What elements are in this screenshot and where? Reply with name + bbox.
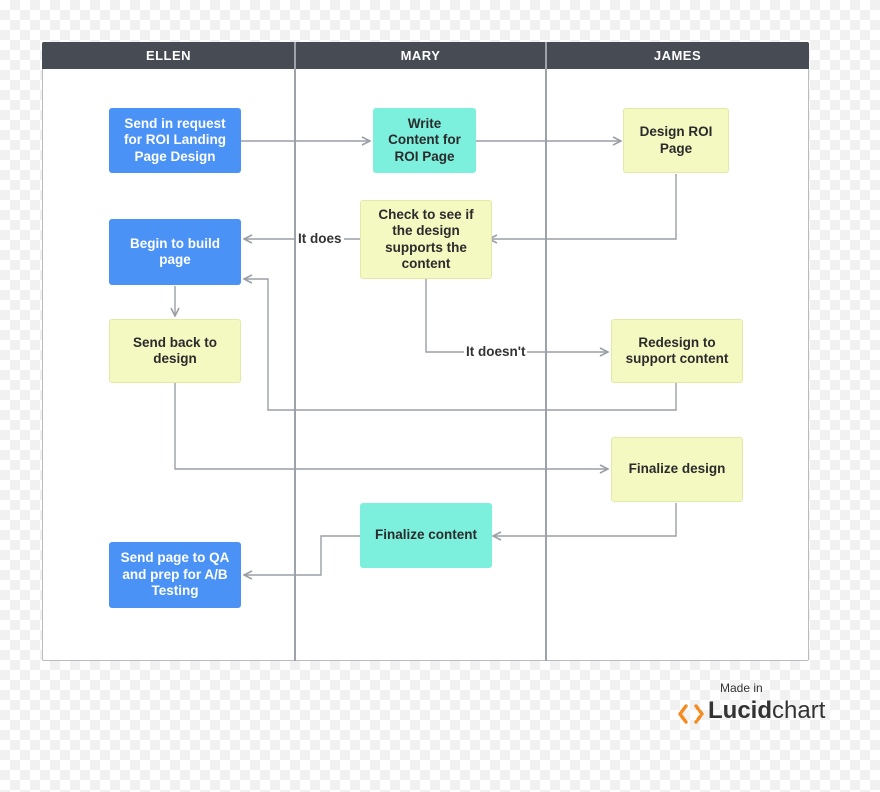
lane-header-bar: ELLEN MARY JAMES [42, 42, 809, 69]
lucidchart-wordmark: Lucidchart [708, 697, 825, 725]
lane-title-james: JAMES [653, 48, 702, 63]
node-send-back: Send back to design [109, 319, 241, 383]
node-send-request: Send in request for ROI Landing Page Des… [109, 108, 241, 173]
node-begin-build: Begin to build page [109, 219, 241, 285]
connector-content-to-qa [244, 535, 360, 575]
connector-redesign-to-build [244, 279, 677, 411]
connector-finalize-design-to-content [493, 503, 677, 536]
edge-label-it-doesnt: It doesn't [464, 344, 528, 360]
node-check-design: Check to see if the design supports the … [360, 200, 492, 279]
node-send-qa: Send page to QA and prep for A/B Testing [109, 542, 241, 608]
connector-sendback-to-finalize-design [174, 383, 608, 469]
wordmark-lucid: Lucid [708, 697, 772, 724]
made-in-text: Made in [720, 681, 763, 695]
lane-title-mary: MARY [400, 48, 441, 63]
node-finalize-content: Finalize content [360, 503, 492, 568]
node-write-content: Write Content for ROI Page [373, 108, 476, 173]
connector-check-to-redesign [425, 279, 608, 352]
made-in-lucidchart-badge: Made in Lucidchart [676, 681, 846, 729]
node-redesign: Redesign to support content [611, 319, 743, 383]
node-finalize-design: Finalize design [611, 437, 743, 502]
lucidchart-logo-icon [678, 704, 704, 724]
edge-label-it-does: It does [296, 231, 344, 247]
lane-divider [294, 42, 296, 661]
node-design-roi: Design ROI Page [623, 108, 729, 173]
connector-design-to-check [489, 174, 677, 239]
lane-title-ellen: ELLEN [145, 48, 192, 63]
wordmark-chart: chart [772, 697, 826, 724]
